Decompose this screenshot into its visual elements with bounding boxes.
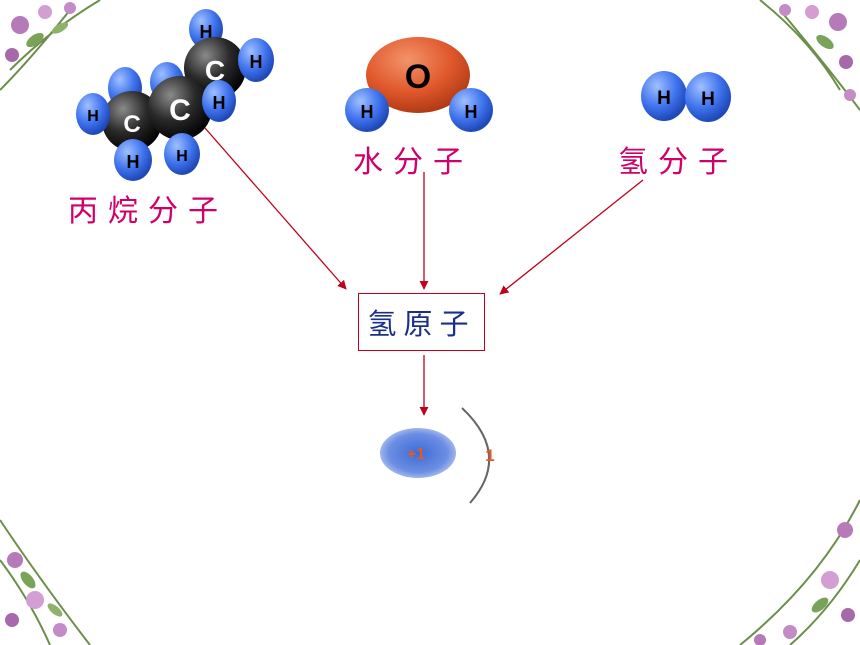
propane-label: 丙烷分子 [68,194,228,229]
atom-label: H [250,52,263,72]
floral-corner-top-left [0,0,101,91]
propane-h-bottom-mid: H [164,133,200,175]
arrow-propane-to-atom [204,127,347,290]
atom-label: H [176,148,188,165]
hydrogen-atom-box: 氢原子 [358,293,485,351]
propane-h-far-left: H [76,93,110,135]
atom-label: H [87,108,99,125]
floral-corner-top-right [759,0,860,111]
nucleus [380,428,456,478]
h2-atom-right: H [685,72,731,122]
propane-carbon-middle: C [148,76,212,140]
propane-molecule: H C H C H C H [76,9,274,181]
propane-h-bottom-left: H [114,139,152,181]
atom-label: H [361,102,374,122]
water-molecule: O H H [345,37,493,132]
hydrogen-molecule: H H [641,71,731,122]
atom-label: H [213,93,226,113]
water-h-left: H [345,88,389,132]
atom-label: H [127,152,140,172]
electron-shell-arc [461,407,491,504]
hydrogen-molecule-label: 氢分子 [618,145,738,180]
atom-label: H [465,102,478,122]
hydrogen-atom-label: 氢原子 [367,307,476,341]
water-h-right: H [449,88,493,132]
propane-carbon-left: C [102,91,162,151]
atom-label: C [205,55,225,86]
arrow-h2-to-atom [499,179,644,295]
hydrogen-atom-structure: +1 1 [380,407,495,504]
propane-h-front: H [202,80,236,122]
atom-label: H [657,88,671,109]
atom-label: H [701,89,715,110]
water-oxygen: O [366,37,470,113]
atom-label: H [200,22,213,42]
floral-corner-bottom-left [0,519,91,645]
floral-corner-bottom-right [739,499,860,645]
propane-h-right: H [238,38,274,82]
atom-label: C [123,111,140,138]
water-label: 水分子 [353,145,473,180]
h2-atom-left: H [641,71,687,121]
nucleus-charge: +1 [407,446,425,463]
atom-label: O [405,58,431,96]
shell-electron-count: 1 [485,446,494,465]
atom-label: C [169,94,191,127]
